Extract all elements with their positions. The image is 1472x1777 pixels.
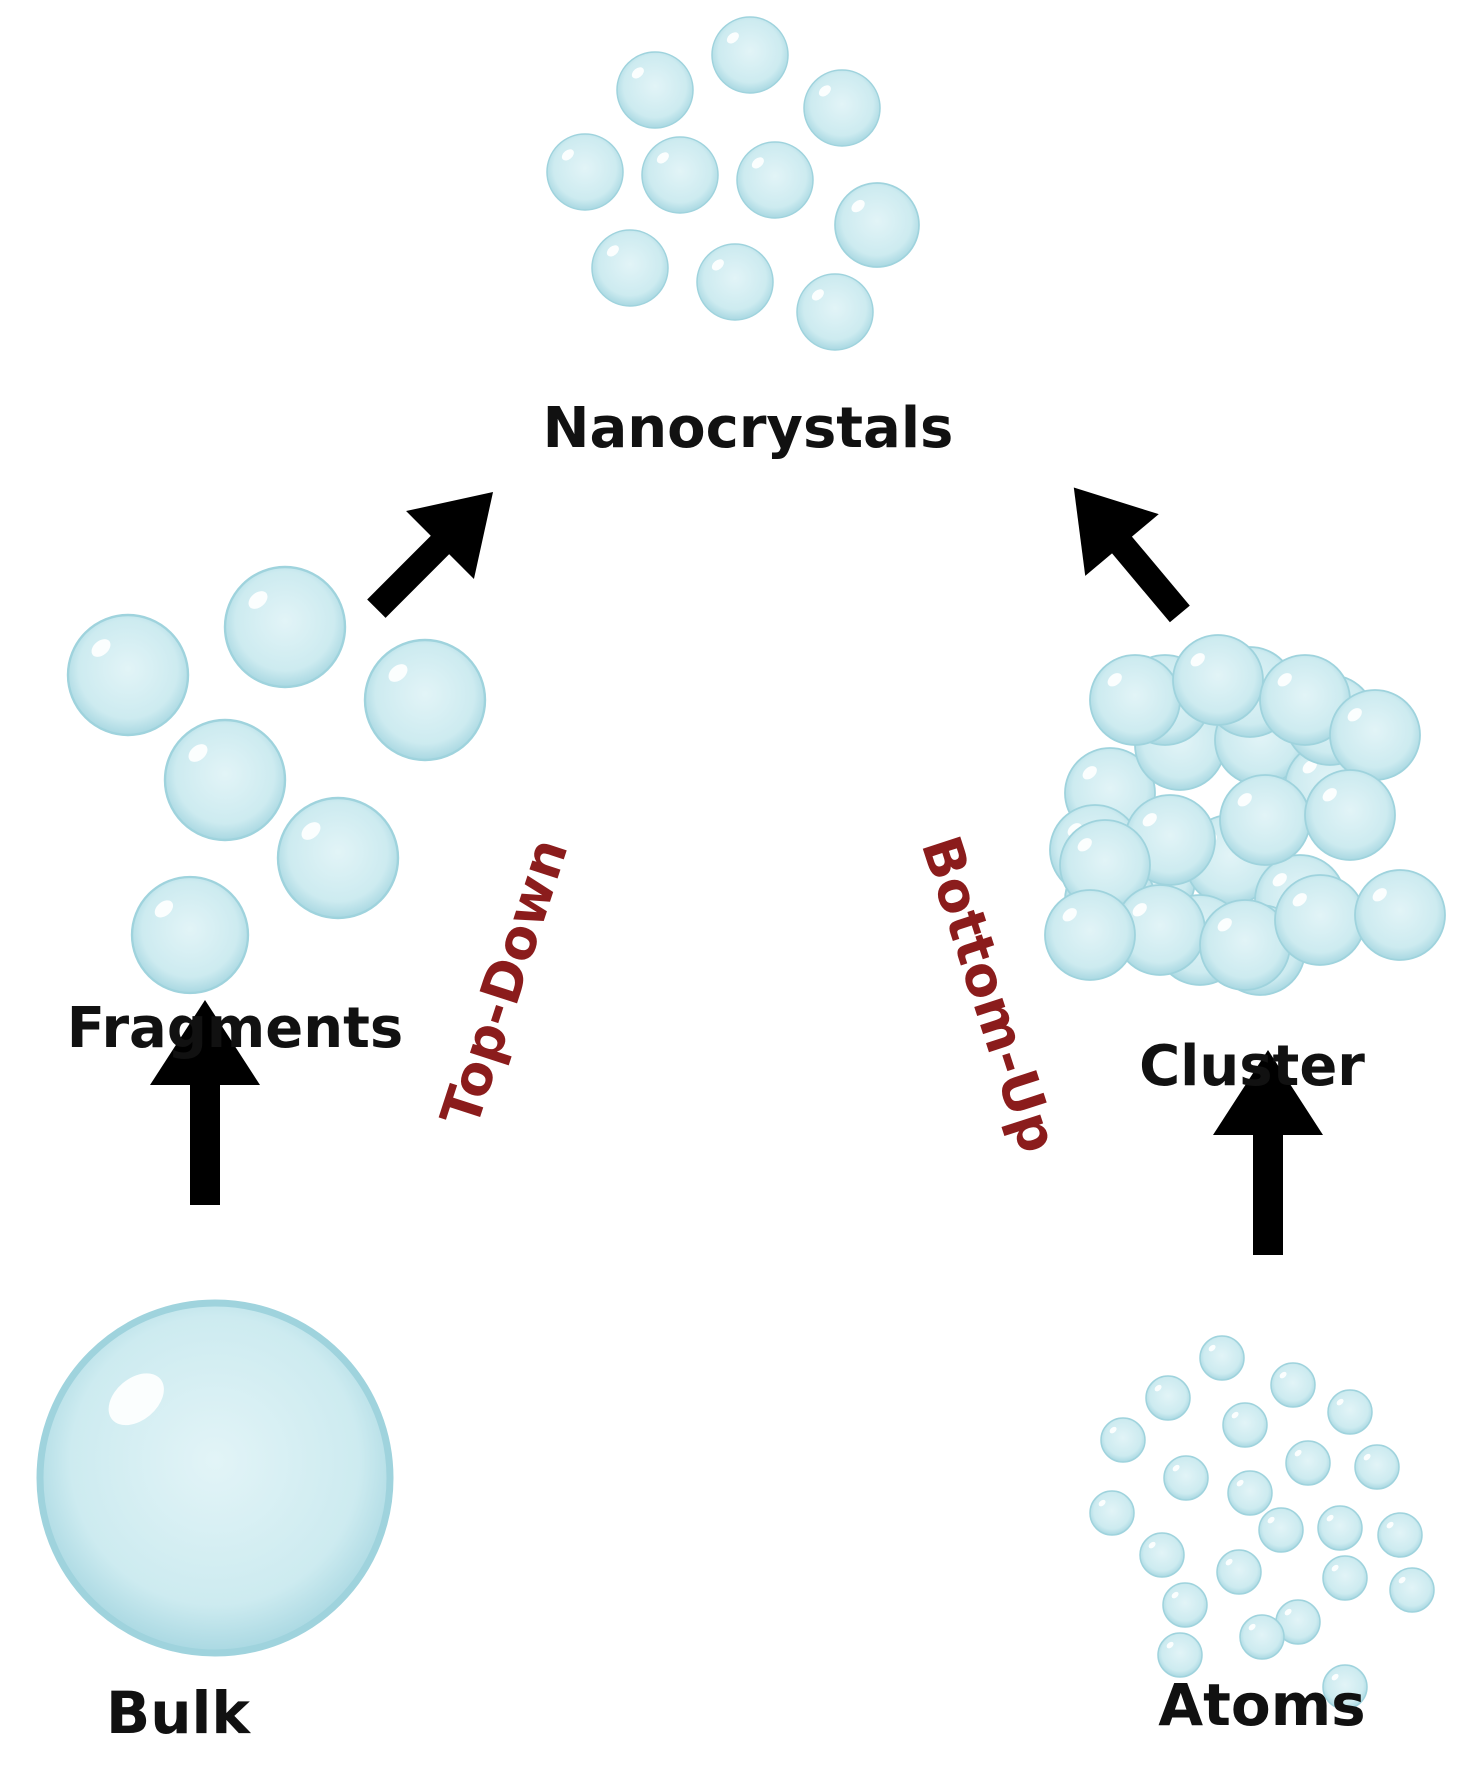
- fragment-sphere: [66, 613, 190, 737]
- atom-sphere: [1227, 1470, 1273, 1516]
- atoms-label: Atoms: [1158, 1671, 1365, 1739]
- atom-sphere: [1322, 1555, 1368, 1601]
- top-down-label: Top-Down: [428, 831, 580, 1134]
- atom-sphere: [1089, 1490, 1135, 1536]
- atom-sphere: [1162, 1582, 1208, 1628]
- cluster-sphere: [1172, 634, 1264, 726]
- arrow-bulk-to-fragments: [150, 1000, 260, 1205]
- arrow-atoms-to-cluster: [1213, 1050, 1323, 1255]
- atom-sphere: [1239, 1614, 1285, 1660]
- fragment-sphere: [163, 718, 287, 842]
- fragment-sphere: [363, 638, 487, 762]
- atom-sphere: [1285, 1440, 1331, 1486]
- bulk-sphere: [36, 1299, 394, 1657]
- arrow-fragments-to-nanocrystals: [367, 491, 494, 618]
- atom-sphere: [1100, 1417, 1146, 1463]
- nanocrystal-sphere: [803, 69, 881, 147]
- cluster-sphere: [1329, 689, 1421, 781]
- atom-sphere: [1317, 1505, 1363, 1551]
- atom-sphere: [1222, 1402, 1268, 1448]
- cluster-spheres: [1044, 634, 1446, 996]
- cluster-sphere: [1044, 889, 1136, 981]
- nanocrystals-spheres: [546, 16, 920, 351]
- nanocrystal-sphere: [641, 136, 719, 214]
- atom-sphere: [1139, 1532, 1185, 1578]
- atom-sphere: [1389, 1567, 1435, 1613]
- cluster-sphere: [1219, 774, 1311, 866]
- cluster-sphere: [1304, 769, 1396, 861]
- nanocrystal-sphere: [696, 243, 774, 321]
- nanocrystal-sphere: [796, 273, 874, 351]
- atom-sphere: [1258, 1507, 1304, 1553]
- nanocrystal-sphere: [736, 141, 814, 219]
- fragment-sphere: [130, 875, 250, 995]
- atoms-spheres: [1089, 1335, 1435, 1710]
- atom-sphere: [1354, 1444, 1400, 1490]
- atom-sphere: [1327, 1389, 1373, 1435]
- fragments-spheres: [66, 565, 487, 995]
- atom-sphere: [1322, 1664, 1368, 1710]
- atom-sphere: [1270, 1362, 1316, 1408]
- bulk-label: Bulk: [106, 1679, 251, 1747]
- atom-sphere: [1199, 1335, 1245, 1381]
- cluster-label: Cluster: [1139, 1034, 1365, 1099]
- cluster-sphere: [1274, 874, 1366, 966]
- bulk-large-sphere: [36, 1299, 394, 1657]
- cluster-sphere: [1089, 654, 1181, 746]
- atom-sphere: [1163, 1455, 1209, 1501]
- fragment-sphere: [223, 565, 347, 689]
- nanocrystal-sphere: [591, 229, 669, 307]
- atom-sphere: [1216, 1549, 1262, 1595]
- fragment-sphere: [276, 796, 400, 920]
- atom-sphere: [1377, 1512, 1423, 1558]
- nanocrystal-sphere: [546, 133, 624, 211]
- arrow-cluster-to-nanocrystals: [1073, 487, 1190, 623]
- bottom-up-label: Bottom-Up: [909, 828, 1070, 1160]
- atom-sphere: [1157, 1632, 1203, 1678]
- fragments-label: Fragments: [67, 996, 403, 1061]
- nanocrystal-sphere: [711, 16, 789, 94]
- nanocrystal-sphere: [616, 51, 694, 129]
- atom-sphere: [1145, 1375, 1191, 1421]
- cluster-sphere: [1354, 869, 1446, 961]
- nanocrystals-label: Nanocrystals: [543, 396, 954, 461]
- nanocrystal-sphere: [834, 182, 920, 268]
